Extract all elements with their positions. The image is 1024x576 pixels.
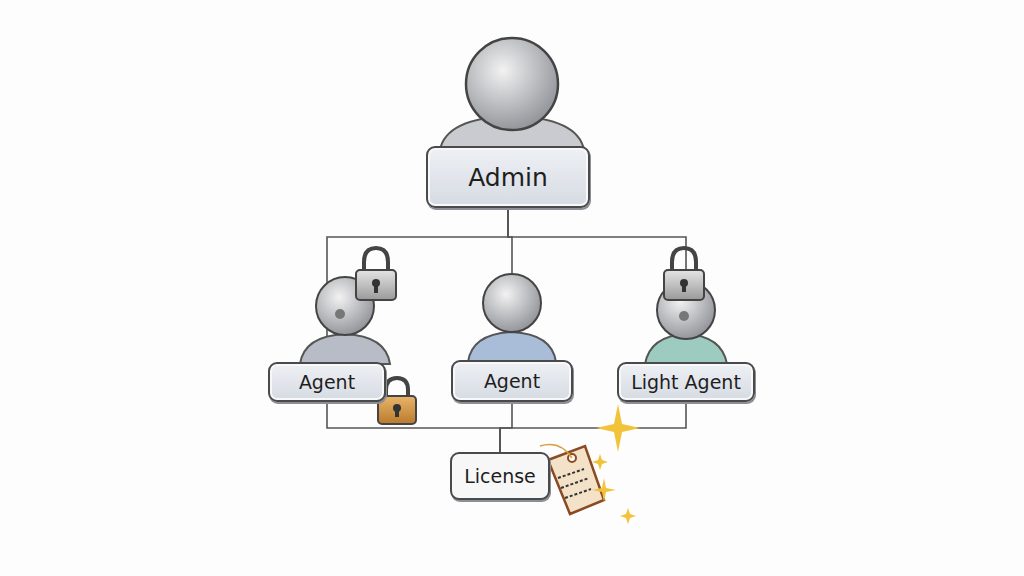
lock-icon [664,248,704,300]
agent-box: Agent [451,360,573,402]
node-label: Light Agent [631,371,741,393]
node-label: Admin [468,163,548,192]
agent-figure [300,277,390,364]
sparkle [592,404,640,524]
node-label: Agent [299,371,355,393]
agent-box: Agent [268,362,386,402]
lock-icon [356,248,396,300]
node-label: Agent [484,370,540,392]
light-agent-box: Light Agent [617,362,755,402]
connector [500,402,512,452]
license-box: License [450,452,550,500]
connector [500,402,686,452]
agent-figure [468,274,556,362]
node-label: License [464,465,536,487]
admin-figure [440,38,584,150]
admin-box: Admin [426,146,590,208]
